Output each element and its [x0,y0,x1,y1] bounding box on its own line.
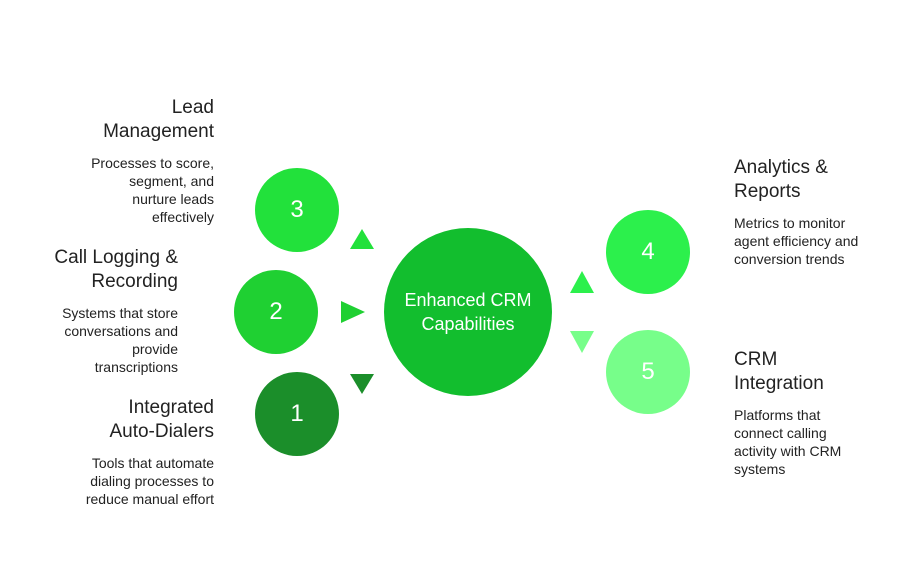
block-title: Lead Management [24,96,214,144]
step-3-circle: 3 [255,168,339,252]
title-line: CRM [734,349,778,370]
block-description: Metrics to monitor agent efficiency and … [734,214,904,268]
desc-line: Platforms that [734,407,821,423]
center-circle: Enhanced CRM Capabilities [384,228,552,396]
desc-line: Systems that store [62,305,178,321]
step-2-number: 2 [269,298,283,325]
analytics-reports-block: Analytics & Reports Metrics to monitor a… [734,156,904,268]
desc-line: dialing processes to [90,473,214,489]
block-title: Analytics & Reports [734,156,904,204]
center-label-line1: Enhanced CRM [404,290,532,310]
desc-line: agent efficiency and [734,233,859,249]
title-line: Analytics & [734,157,828,178]
arrow-up-icon [350,229,374,249]
step-5-number: 5 [641,358,655,385]
step-1-circle: 1 [255,372,339,456]
center-label-line2: Capabilities [421,314,515,334]
title-line: Recording [91,271,178,292]
title-line: Auto-Dialers [109,421,214,442]
desc-line: conversion trends [734,251,845,267]
desc-line: conversations and [64,323,178,339]
desc-line: segment, and [129,173,214,189]
desc-line: Tools that automate [91,455,214,471]
block-title: Call Logging & Recording [0,246,178,294]
step-4-circle: 4 [606,210,690,294]
step-2-circle: 2 [234,270,318,354]
block-description: Systems that store conversations and pro… [0,304,178,376]
desc-line: provide [132,341,178,357]
step-3-number: 3 [290,196,304,223]
block-description: Processes to score, segment, and nurture… [24,154,214,226]
crm-integration-block: CRM Integration Platforms that connect c… [734,348,904,478]
desc-line: systems [734,461,786,477]
desc-line: transcriptions [94,359,178,375]
title-line: Call Logging & [54,247,178,268]
call-logging-block: Call Logging & Recording Systems that st… [0,246,178,376]
auto-dialers-block: Integrated Auto-Dialers Tools that autom… [24,396,214,508]
title-line: Integrated [128,397,214,418]
step-4-number: 4 [641,238,655,265]
arrow-up-icon [570,271,594,293]
lead-management-block: Lead Management Processes to score, segm… [24,96,214,226]
desc-line: connect calling [734,425,827,441]
arrow-down-icon [350,374,374,394]
desc-line: activity with CRM [734,443,842,459]
title-line: Lead [171,97,214,118]
block-description: Platforms that connect calling activity … [734,406,904,478]
desc-line: effectively [152,209,214,225]
block-title: Integrated Auto-Dialers [24,396,214,444]
step-1-number: 1 [290,400,304,427]
block-title: CRM Integration [734,348,904,396]
step-5-circle: 5 [606,330,690,414]
title-line: Reports [734,181,801,202]
desc-line: reduce manual effort [85,491,214,507]
block-description: Tools that automate dialing processes to… [24,454,214,508]
arrow-down-icon [570,331,594,353]
title-line: Management [103,121,214,142]
desc-line: nurture leads [132,191,214,207]
arrow-right-icon [341,301,365,323]
title-line: Integration [734,373,824,394]
desc-line: Processes to score, [91,155,214,171]
desc-line: Metrics to monitor [734,215,846,231]
